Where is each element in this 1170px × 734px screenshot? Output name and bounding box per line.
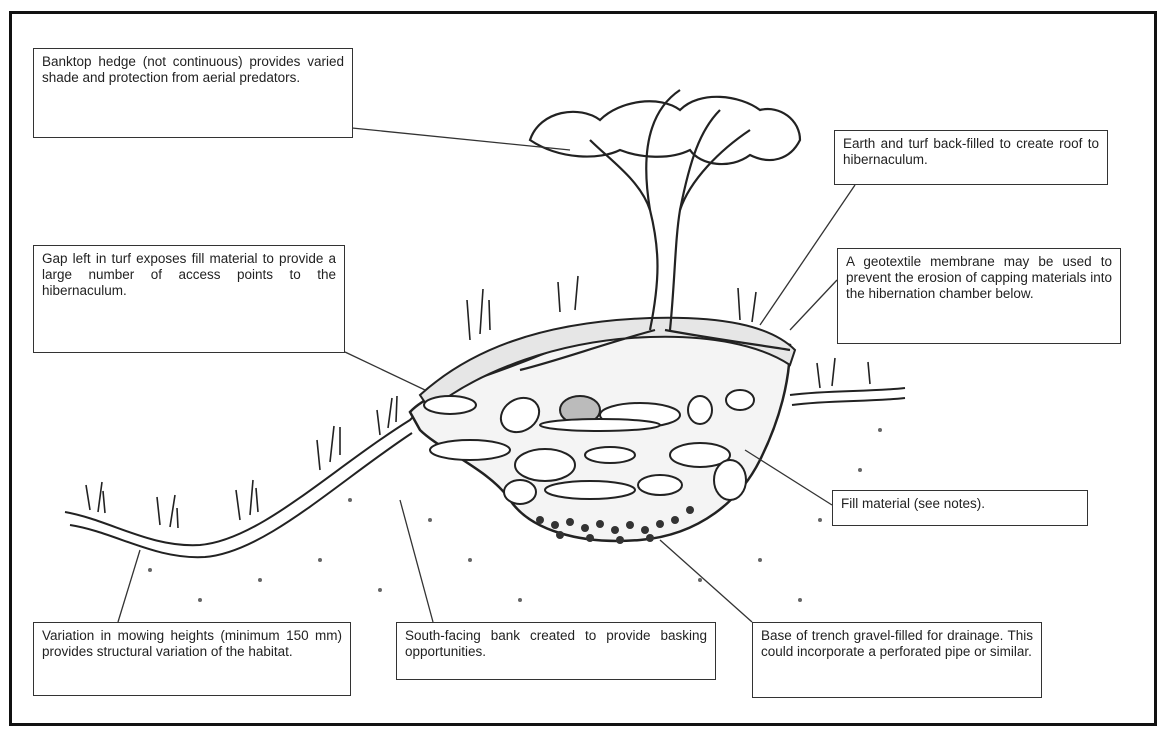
label-mowing-heights: Variation in mowing heights (minimum 150… [33, 622, 351, 696]
label-gravel-base: Base of trench gravel-filled for drainag… [752, 622, 1042, 698]
label-gap-in-turf: Gap left in turf exposes fill material t… [33, 245, 345, 353]
label-south-facing-bank: South-facing bank created to provide bas… [396, 622, 716, 680]
label-earth-turf-roof: Earth and turf back-filled to create roo… [834, 130, 1108, 185]
label-geotextile-membrane: A geotextile membrane may be used to pre… [837, 248, 1121, 344]
label-fill-material: Fill material (see notes). [832, 490, 1088, 526]
label-banktop-hedge: Banktop hedge (not continuous) provides … [33, 48, 353, 138]
